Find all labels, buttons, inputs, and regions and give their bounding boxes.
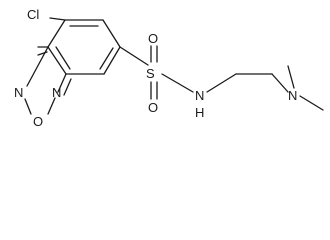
sulfonyl-oxygen-top-label: O: [148, 31, 158, 46]
bond-n1-o: [24, 98, 32, 115]
amine-nitrogen-label: N: [288, 88, 297, 103]
ring-oxygen-label: O: [33, 114, 43, 129]
amide-hydrogen-label: H: [195, 105, 204, 120]
amide-nitrogen-label: N: [195, 88, 204, 103]
bond-o-n3: [47, 97, 56, 115]
ring-nitrogen-bottom-label: N: [52, 85, 61, 100]
bond-n-methyl-top: [287, 65, 295, 89]
bond-s-n: [161, 73, 194, 93]
bond-n3-c3a-double: [63, 78, 72, 96]
ring-bond-c3a-c7a: [47, 46, 67, 75]
bond-c7a-n1-down: [26, 46, 49, 87]
bond-n-methyl-right: [299, 95, 324, 111]
bond-ch2-n-amine: [271, 73, 289, 93]
ring-bond-c7a-c7: [47, 19, 66, 48]
bond-n-ch2: [206, 73, 237, 93]
bond-n3-c3a: [57, 73, 67, 93]
ring-double-bond-c5-c4: [99, 47, 114, 70]
ring-nitrogen-top-label: N: [14, 85, 23, 100]
sulfur-label: S: [146, 66, 155, 81]
sulfonyl-oxygen-bottom-label: O: [148, 100, 158, 115]
structural-formula: Cl N O N S O O N H N: [14, 7, 324, 129]
ring-bond-c6-c5: [102, 19, 121, 48]
benzene-ring: [47, 19, 121, 75]
bond-c4-s: [119, 46, 149, 66]
bond-c7-cl: [49, 17, 66, 21]
oxadiazole-ring: [24, 46, 72, 115]
ring-double-bond-c3a-c7a: [55, 46, 71, 70]
ring-bond-c5-c4: [103, 46, 121, 75]
chlorine-label: Cl: [27, 7, 39, 22]
